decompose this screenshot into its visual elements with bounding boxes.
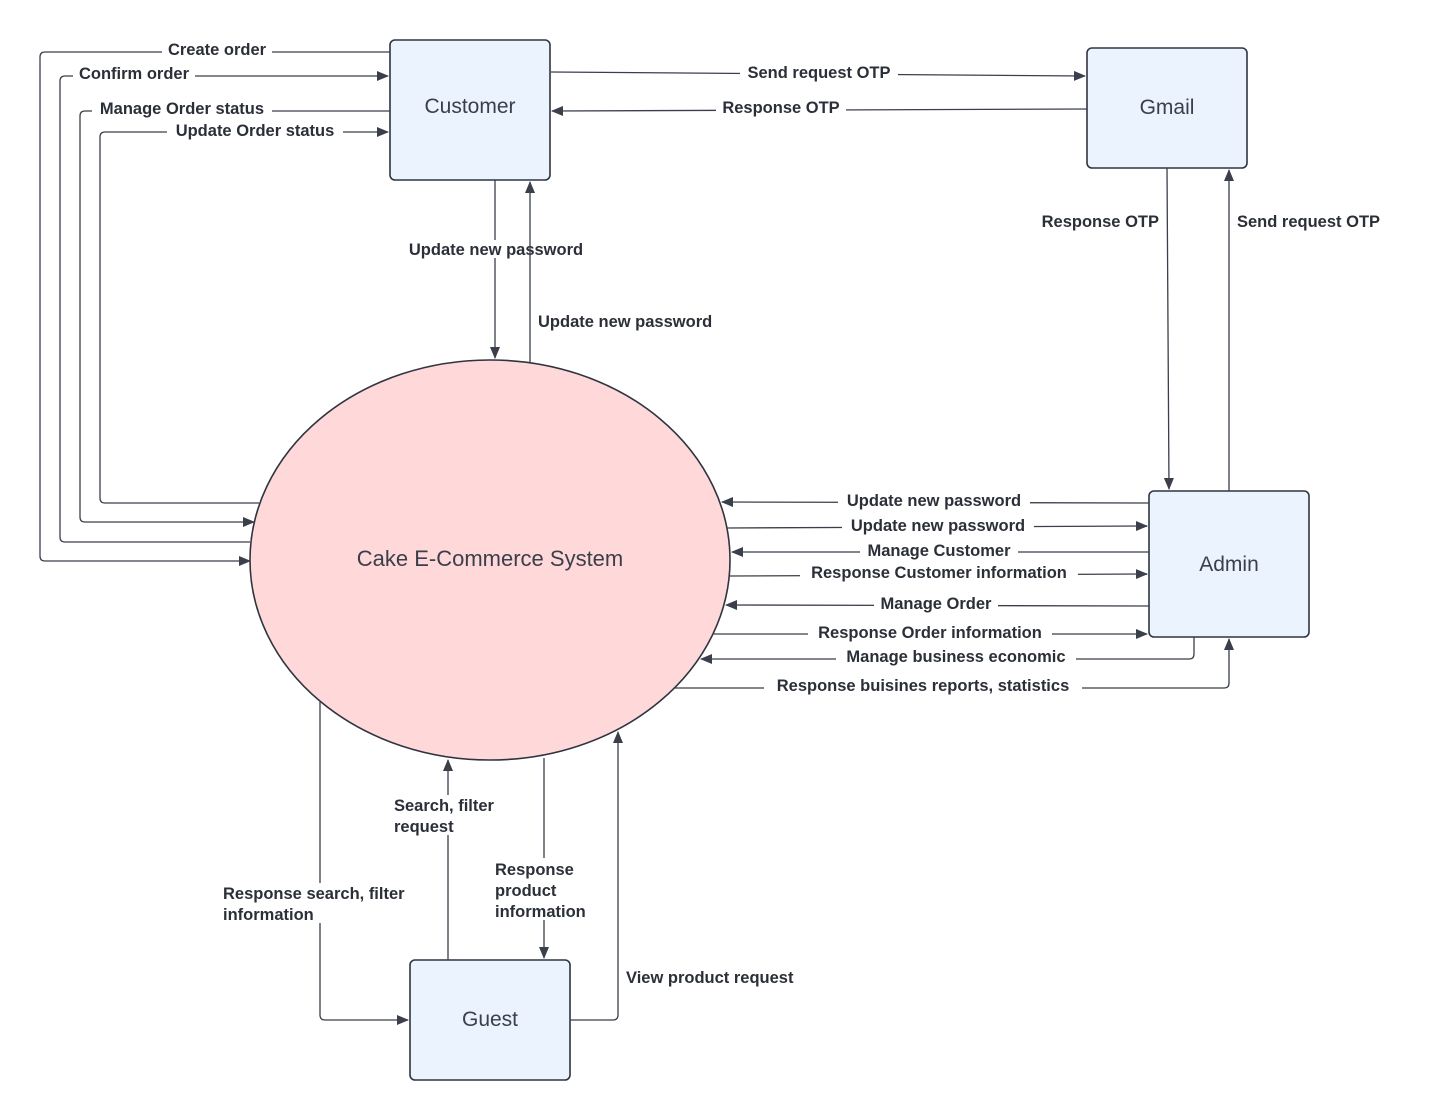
label-background (493, 858, 593, 920)
admin-response-otp-label: Response OTP (1042, 213, 1159, 231)
guest-response-search-label-2: information (223, 906, 314, 924)
process-label: Cake E-Commerce System (357, 546, 624, 571)
guest-view-product-label: View product request (626, 969, 794, 987)
guest-label: Guest (462, 1008, 518, 1031)
label-background (838, 491, 1030, 509)
label-background (167, 121, 343, 139)
label-background (92, 99, 272, 117)
cust-update-pw-down-label: Update new password (409, 241, 583, 259)
label-background (874, 594, 998, 612)
create-order-label: Create order (168, 41, 267, 59)
guest-response-search-label-1: Response search, filter (223, 885, 405, 903)
label-background (836, 647, 1076, 665)
label-background (392, 795, 504, 835)
response-business-line (675, 638, 1234, 689)
label-background (860, 541, 1018, 559)
update-order-status-line (99, 127, 389, 504)
response-business-label: Response buisines reports, statistics (777, 677, 1070, 695)
manage-order-status-line (79, 110, 390, 527)
label-background (800, 563, 1078, 581)
label-background (162, 40, 272, 58)
gmail-label: Gmail (1140, 96, 1195, 119)
guest-search-label-1: Search, filter (394, 797, 495, 815)
manage-business-line (700, 637, 1195, 664)
label-background (764, 676, 1082, 694)
guest-response-product-label-2: product (495, 882, 557, 900)
admin-send-otp-label: Send request OTP (1237, 213, 1380, 231)
label-background (842, 516, 1034, 534)
guest-response-product-label-3: information (495, 903, 586, 921)
admin-label: Admin (1199, 553, 1259, 576)
label-background (716, 98, 846, 116)
guest-response-search-line (319, 702, 409, 1025)
admin-update-pw-out-label: Update new password (851, 517, 1025, 535)
create-order-line (39, 51, 390, 566)
cust-send-otp-label: Send request OTP (747, 64, 890, 82)
manage-order-label: Manage Order (881, 595, 993, 613)
label-background (400, 240, 592, 258)
manage-business-label: Manage business economic (846, 648, 1065, 666)
guest-response-product-label-1: Response (495, 861, 574, 879)
update-order-status-label: Update Order status (176, 122, 335, 140)
label-background (740, 63, 898, 81)
guest-search-label-2: request (394, 818, 454, 836)
guest-view-product-line (570, 731, 623, 1021)
response-order-info-label: Response Order information (818, 624, 1042, 642)
cust-update-pw-up-label: Update new password (538, 313, 712, 331)
confirm-order-line (59, 71, 389, 543)
customer-entity[interactable] (389, 39, 551, 181)
label-background (808, 623, 1052, 641)
label-background (221, 883, 421, 923)
label-background (73, 64, 195, 82)
admin-update-pw-in-label: Update new password (847, 492, 1021, 510)
manage-customer-label: Manage Customer (867, 542, 1011, 560)
admin-response-otp-line (1163, 167, 1174, 490)
cust-response-otp-label: Response OTP (722, 99, 839, 117)
customer-label: Customer (424, 95, 515, 118)
confirm-order-label: Confirm order (79, 65, 190, 83)
manage-order-status-label: Manage Order status (100, 100, 264, 118)
response-customer-info-label: Response Customer information (811, 564, 1067, 582)
